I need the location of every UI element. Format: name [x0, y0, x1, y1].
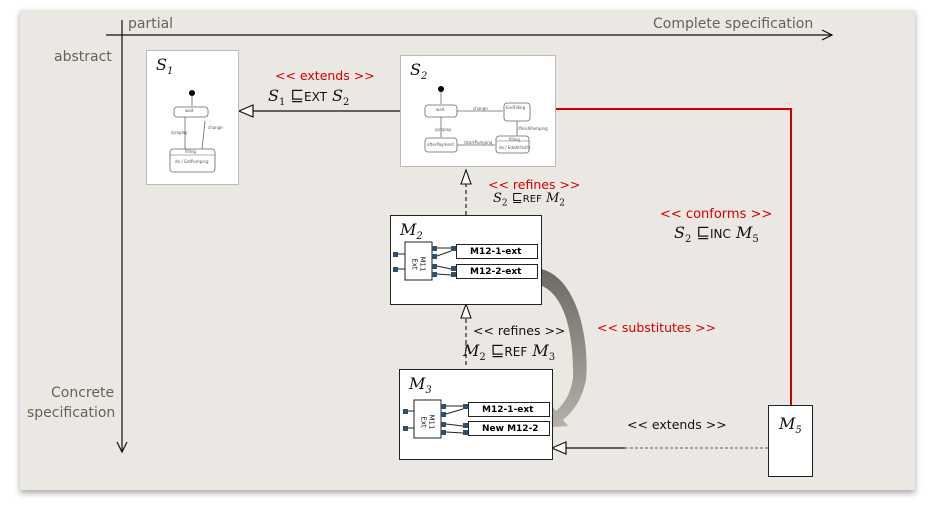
refines-formula-top: S2 ⊑REF M2 [493, 191, 566, 209]
m3-title: M3 [409, 374, 432, 397]
m2-box: M2 M11 Ext M12-1-ext M12-2-ext [390, 215, 542, 305]
s2-state-filling: filling [509, 137, 520, 142]
m2-title: M2 [400, 220, 423, 243]
s2-edge-finishpumping: /finishPumping [518, 126, 548, 131]
refines-arrowhead-top [460, 168, 472, 185]
s2-title: S2 [410, 60, 428, 83]
extends-formula-top: S1 ⊑EXT S2 [268, 86, 350, 109]
refines-stereotype-top: << refines >> [488, 177, 581, 192]
axis-label-abstract: abstract [54, 49, 112, 65]
m5-title: M5 [779, 414, 802, 437]
m3-core-label: M11 Ext [419, 414, 436, 430]
extends-arrowhead-bottom [550, 441, 567, 455]
s2-edge-change: change [473, 106, 488, 111]
s1-state-wait: wait [185, 108, 194, 113]
s2-activity: do / EdoActivity [499, 145, 531, 150]
extends-stereotype-bottom: << extends >> [627, 417, 727, 432]
s1-edge-change: change [208, 125, 223, 130]
refines-arrowhead-bottom [460, 302, 472, 319]
s2-box: S2 wait change EndFilling /preplay after… [400, 55, 556, 167]
s2-state-machine [424, 86, 531, 154]
s2-state-wait: wait [436, 107, 445, 112]
s2-edge-preplay: /preplay [435, 127, 452, 132]
s1-activity: do / GetPumping [175, 159, 209, 164]
m2-port-m12-2-ext: M12-2-ext [456, 264, 538, 279]
vertical-axis-arrowhead [116, 441, 128, 454]
s2-edge-startpumping: /startPumping [464, 140, 493, 145]
s2-state-endfilling: EndFilling [506, 105, 526, 110]
axis-label-partial: partial [128, 16, 174, 32]
s1-edge-preplay: /preplay [171, 130, 188, 135]
substitutes-arc [536, 268, 587, 428]
s1-state-filling: filling [185, 149, 196, 154]
m3-port-new-m12-2: New M12-2 [468, 421, 550, 436]
s1-title: S1 [156, 55, 174, 78]
m5-box: M5 [768, 405, 813, 477]
m2-port-m12-1-ext: M12-1-ext [456, 244, 538, 259]
m3-component-wiring [403, 399, 468, 439]
extends-stereotype-top: << extends >> [275, 68, 375, 83]
refines-formula-bottom: M2 ⊑REF M3 [463, 341, 556, 364]
conforms-stereotype: << conforms >> [660, 207, 773, 222]
m2-core-label: M11 Ext [410, 256, 427, 272]
conforms-formula: S2 ⊑INC M5 [674, 223, 759, 246]
axis-label-specification: specification [27, 405, 116, 421]
axis-label-concrete: Concrete [51, 385, 115, 401]
horizontal-axis-arrowhead [821, 29, 834, 41]
m2-component-wiring [393, 241, 456, 281]
axis-label-complete-specification: Complete specification [653, 16, 814, 32]
m3-port-m12-1-ext: M12-1-ext [468, 402, 550, 417]
s1-box: S1 wait /preplay change filling do / Get… [146, 50, 239, 185]
s2-state-afterpayment: afterPayment [427, 142, 454, 147]
conforms-connector [556, 108, 792, 405]
refines-stereotype-bottom: << refines >> [473, 323, 566, 338]
extends-arrowhead-top [237, 104, 254, 118]
s1-state-machine [169, 90, 216, 173]
substitutes-stereotype: << substitutes >> [597, 320, 717, 335]
m3-box: M3 M11 Ext M12-1-ext New M12-2 [399, 369, 553, 460]
